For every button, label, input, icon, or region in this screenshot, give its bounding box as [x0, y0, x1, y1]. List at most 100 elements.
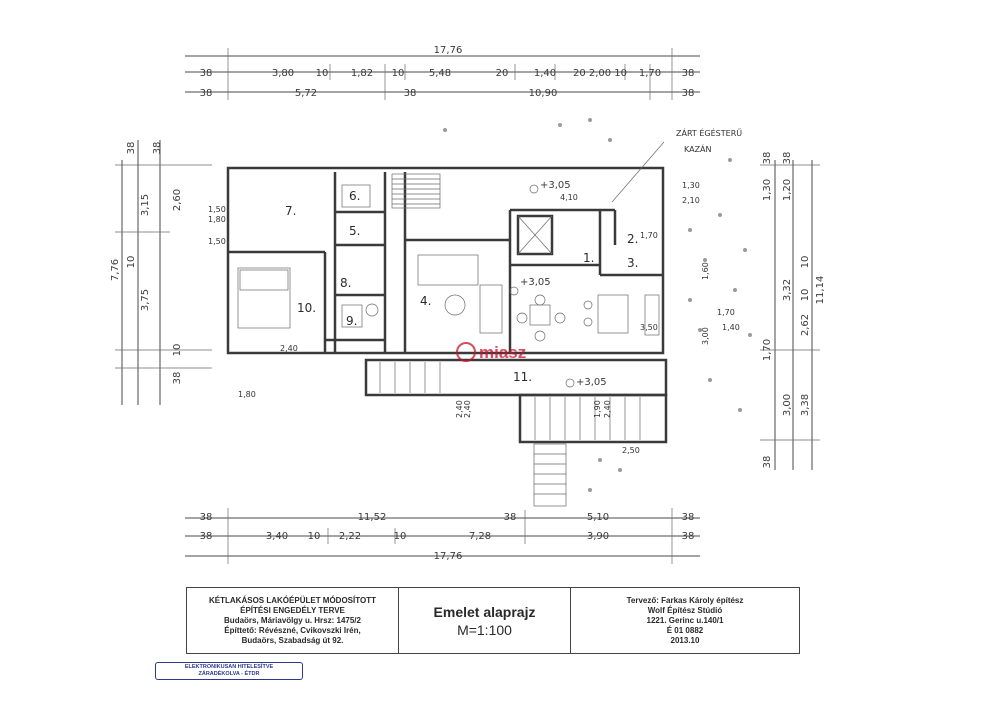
dim-top-row1: 1,40	[534, 68, 556, 79]
room-label: 1.	[583, 251, 594, 265]
inner-dim: 4,10	[560, 193, 578, 202]
dim-right: 10	[800, 256, 811, 269]
annotation-text: ZÁRT ÉGÉSTERŰ	[676, 127, 742, 138]
right-dimensions: 11,14 3,32 2,62 3,00 3,38 1,30 1,20 38 3…	[760, 152, 826, 470]
dim-bottom-row2: 10	[308, 531, 321, 542]
dim-top-row2: 38	[200, 88, 213, 99]
dim-bottom-row1: 38	[200, 512, 213, 523]
inner-dim: 1,80	[238, 390, 256, 399]
level-marks: +3,05 +3,05 +3,05	[509, 180, 607, 388]
inner-dimensions: 1,80 1,30 2,10 1,70 1,50 1,40 1,70 2,50 …	[208, 181, 740, 455]
inner-dim: 2,40	[463, 400, 472, 418]
dim-bottom-row2: 38	[682, 531, 695, 542]
dim-top-row1: 1,82	[351, 68, 373, 79]
inner-dim: 3,00	[701, 327, 710, 345]
level-mark: +3,05	[576, 377, 607, 388]
inner-dim: 1,90	[593, 400, 602, 418]
designer-line: 2013.10	[670, 635, 700, 645]
dim-bottom-row2: 3,40	[266, 531, 288, 542]
inner-dim: 3,50	[640, 323, 658, 332]
drawing-name: Emelet alaprajz	[433, 603, 536, 620]
project-line: ÉPÍTÉSI ENGEDÉLY TERVE	[240, 605, 345, 615]
room-label: 4.	[420, 294, 431, 308]
inner-dim: 1,50	[208, 237, 226, 246]
top-dimensions: 17,76 38 3,80 10 1,82 10 5,48 20 1,40 20…	[185, 45, 700, 100]
dim-top-row2: 5,72	[295, 88, 317, 99]
dim-bottom-row2: 7,28	[469, 531, 491, 542]
stamp-line: ZÁRADÉKOLVA - ÉTDR	[198, 671, 260, 677]
dim-top-row2: 10,90	[529, 88, 558, 99]
inner-dim: 1,40	[722, 323, 740, 332]
furniture	[237, 184, 660, 342]
dim-left: 7,76	[110, 259, 121, 281]
drawing-title: Emelet alaprajz M=1:100	[399, 588, 571, 653]
inner-dim: 1,70	[717, 308, 735, 317]
annotation-text: KAZÁN	[684, 143, 712, 154]
dim-top-row1: 10	[316, 68, 329, 79]
room-label: 6.	[349, 189, 360, 203]
authentication-stamp: ELEKTRONIKUSAN HITELESÍTVE ZÁRADÉKOLVA -…	[155, 662, 303, 680]
dim-top-row2: 38	[404, 88, 417, 99]
room-label: 8.	[340, 276, 351, 290]
dim-bottom-total: 17,76	[434, 551, 463, 562]
terrace	[364, 358, 668, 507]
room-label: 3.	[627, 256, 638, 270]
dim-top-row1: 10	[392, 68, 405, 79]
stamp-line: ELEKTRONIKUSAN HITELESÍTVE	[184, 664, 274, 670]
dim-bottom-row1: 38	[504, 512, 517, 523]
dim-right: 38	[782, 152, 793, 165]
dim-left: 38	[152, 142, 163, 155]
watermark: miasz	[456, 342, 526, 362]
designer-line: 1221. Gerinc u.140/1	[646, 615, 724, 625]
dim-right: 2,62	[800, 314, 811, 336]
dim-top-total: 17,76	[434, 45, 463, 56]
dim-top-row1: 38	[200, 68, 213, 79]
inner-dim: 1,30	[682, 181, 700, 190]
dim-bottom-row2: 38	[200, 531, 213, 542]
room-label: 5.	[349, 224, 360, 238]
dim-right: 1,20	[782, 179, 793, 201]
dim-left: 38	[172, 372, 183, 385]
dim-left: 10	[172, 344, 183, 357]
dim-left: 10	[126, 256, 137, 269]
dim-right: 1,70	[762, 339, 773, 361]
staircase	[391, 173, 441, 209]
inner-dim: 2,40	[603, 400, 612, 418]
inner-dim: 2,40	[280, 344, 298, 353]
inner-dim: 1,80	[208, 215, 226, 224]
dim-right: 1,30	[762, 179, 773, 201]
dim-bottom-row1: 38	[682, 512, 695, 523]
room-label: 10.	[297, 301, 316, 315]
dim-right: 3,00	[782, 394, 793, 416]
designer-info: Tervező: Farkas Károly építész Wolf Épít…	[571, 588, 799, 653]
project-line: Budaörs, Szabadság út 92.	[241, 635, 344, 645]
inner-dim: 1,60	[701, 262, 710, 280]
dim-top-row1: 3,80	[272, 68, 294, 79]
dim-bottom-row1: 5,10	[587, 512, 609, 523]
dim-right: 38	[762, 456, 773, 469]
room-label: 7.	[285, 204, 296, 218]
dim-left: 38	[126, 142, 137, 155]
room-label: 9.	[346, 314, 357, 328]
project-line: Budaörs, Máriavölgy u. Hrsz: 1475/2	[224, 615, 361, 625]
designer-line: Wolf Építész Stúdió	[647, 605, 723, 615]
boiler-note: ZÁRT ÉGÉSTERŰ KAZÁN	[611, 127, 742, 203]
dim-right: 3,32	[782, 279, 793, 301]
inner-dim: 2,10	[682, 196, 700, 205]
dim-top-row1: 20	[496, 68, 509, 79]
level-mark: +3,05	[520, 277, 551, 288]
project-info: KÉTLAKÁSOS LAKÓÉPÜLET MÓDOSÍTOTT ÉPÍTÉSI…	[187, 588, 399, 653]
room-label: 11.	[513, 370, 532, 384]
dim-right: 11,14	[815, 276, 826, 305]
bottom-dimensions: 38 11,52 38 5,10 38 38 3,40 10 2,22 10 7…	[185, 508, 700, 564]
dim-left: 3,75	[140, 289, 151, 311]
inner-dim: 1,70	[640, 231, 658, 240]
inner-dim: 1,50	[208, 205, 226, 214]
dim-bottom-row2: 2,22	[339, 531, 361, 542]
project-line: Építtető: Révészné, Cvikovszki Irén,	[224, 625, 361, 635]
dim-right: 10	[800, 289, 811, 302]
dim-right: 3,38	[800, 394, 811, 416]
project-line: KÉTLAKÁSOS LAKÓÉPÜLET MÓDOSÍTOTT	[209, 595, 376, 605]
dim-left: 3,15	[140, 194, 151, 216]
